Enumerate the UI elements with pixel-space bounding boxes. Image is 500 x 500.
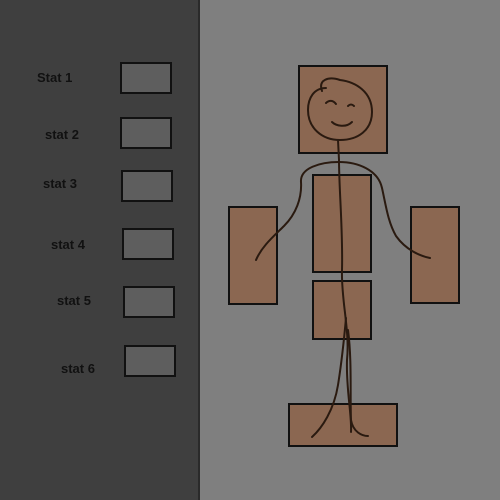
legs-slot[interactable]	[312, 280, 372, 340]
stat-4-label: stat 4	[51, 237, 85, 252]
stat-3-label: stat 3	[43, 176, 77, 191]
stat-1-label: Stat 1	[37, 70, 73, 85]
feet-slot[interactable]	[288, 403, 398, 447]
stat-2-field[interactable]	[120, 117, 172, 149]
stat-3-field[interactable]	[121, 170, 173, 202]
stat-1-field[interactable]	[120, 62, 172, 94]
stat-2-label: stat 2	[45, 127, 79, 142]
torso-slot[interactable]	[312, 174, 372, 273]
stat-6-field[interactable]	[124, 345, 176, 377]
stats-sidebar: Stat 1 stat 2 stat 3 stat 4 stat 5 stat …	[0, 0, 200, 500]
right-hand-slot[interactable]	[410, 206, 460, 304]
head-slot[interactable]	[298, 65, 388, 154]
stat-5-label: stat 5	[57, 293, 91, 308]
stat-6-label: stat 6	[61, 361, 95, 376]
stat-5-field[interactable]	[123, 286, 175, 318]
stat-4-field[interactable]	[122, 228, 174, 260]
left-hand-slot[interactable]	[228, 206, 278, 305]
